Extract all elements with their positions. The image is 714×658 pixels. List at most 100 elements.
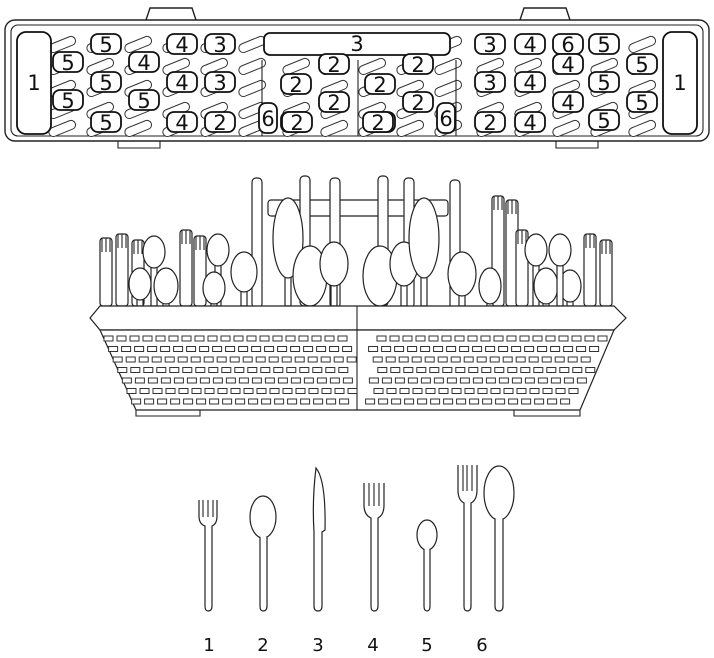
basket-hole [373,388,384,394]
right-cell-label: 6 [561,33,574,57]
end-slot-left-label: 1 [27,71,40,95]
basket-hole [112,356,123,363]
basket-hole [173,346,184,352]
basket-hole [290,377,301,384]
basket-hole [532,335,543,342]
legend-label: 5 [421,635,432,656]
basket-hole [450,356,461,363]
tray-slot [124,119,152,138]
basket-hole [584,335,595,342]
center-cell-label: 2 [289,73,302,97]
basket-hole [576,377,587,384]
left-cell-label: 5 [61,89,74,113]
basket-hole [545,335,556,342]
knife-slot-label: 3 [350,32,363,56]
right-cell-label: 4 [561,91,574,115]
left-cell-label: 4 [175,33,188,57]
right-cell-label: 5 [597,109,610,133]
left-cell-label: 3 [213,71,226,95]
basket-hole [420,346,431,352]
basket-hole [428,335,439,342]
small-spoon-icon [416,519,438,612]
tray-slot [434,57,462,76]
right-cell [514,71,546,93]
basket-hole [372,356,383,363]
basket-hole [597,335,608,342]
basket-hole [415,335,426,342]
right-cell [474,33,506,55]
basket-hole [286,367,297,373]
basket-hole [495,398,506,405]
basket-hole [300,398,311,405]
basket-hole [169,367,180,373]
tray-slot [238,57,266,76]
basket-hole [103,335,114,342]
basket-hole [177,356,188,363]
fork-and-spoon-icon [457,465,515,612]
legend-label: 2 [257,635,268,656]
basket-hole [402,335,413,342]
basket-illustration [89,175,627,417]
basket-grid [103,335,608,405]
knife-handle [251,177,263,309]
basket-hole [468,367,479,373]
basket-hole [398,356,409,363]
fork [99,237,113,307]
basket-hole [160,346,171,352]
right-cell [552,53,584,75]
basket-hole [277,346,288,352]
basket-hole [152,388,163,394]
basket-hole [191,388,202,394]
spoon [272,197,304,307]
basket-hole [550,377,561,384]
tray-slot [48,119,76,138]
basket-hole [130,367,141,373]
right-cell [474,111,506,133]
basket-hole [511,346,522,352]
basket-hole [463,356,474,363]
spoon [202,271,226,307]
legend-label: 1 [203,635,214,656]
basket-hole [259,335,270,342]
left-cell [90,111,122,133]
basket-hole [234,367,245,373]
basket-hole [212,346,223,352]
basket-hole [256,388,267,394]
center-cell-label: 6 [439,107,452,131]
basket-hole [170,398,181,405]
center-cell-label: 2 [327,91,340,115]
tray-foot [117,141,161,149]
basket-hole [230,388,241,394]
basket-hole [443,398,454,405]
basket-hole [285,335,296,342]
basket-hole [455,367,466,373]
basket-hole [546,367,557,373]
basket-hole [469,398,480,405]
left-cell-label: 5 [99,71,112,95]
fork [179,229,193,307]
tray-slot [238,35,266,54]
basket-hole [521,398,532,405]
basket-hole [325,367,336,373]
basket-hole [576,346,587,352]
basket-rim [89,305,627,331]
left-cell [166,111,198,133]
basket-hole [208,367,219,373]
basket-hole [199,346,210,352]
basket-hole [389,335,400,342]
center-cell [258,102,278,134]
basket-hole [502,356,513,363]
basket-hole [441,335,452,342]
left-cell-label: 5 [99,111,112,135]
left-cell [52,89,84,111]
basket-hole [347,388,358,394]
basket-hole [238,346,249,352]
basket-hole [247,367,258,373]
left-cell [204,71,236,93]
basket-hole [476,356,487,363]
tray-slot [358,57,386,76]
basket-hole [194,335,205,342]
basket-hole [559,367,570,373]
